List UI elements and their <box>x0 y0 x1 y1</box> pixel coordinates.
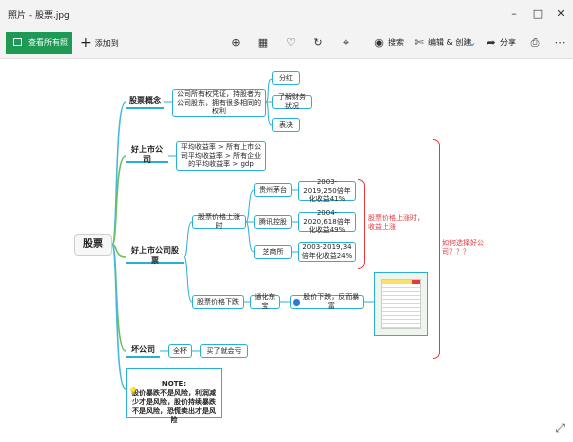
photos-icon <box>13 38 22 46</box>
more-icon[interactable]: ⋯ <box>554 36 566 49</box>
chevron-down-icon[interactable]: ⌄ <box>467 36 477 49</box>
fall-result-node: 股价下跌，反而暴富 <box>290 293 364 310</box>
minimize-icon[interactable]: – <box>511 7 517 20</box>
spreadsheet-header <box>382 280 420 284</box>
spreadsheet-highlight <box>412 280 420 284</box>
zoom-in-icon[interactable]: ⊕ <box>231 36 241 49</box>
concept-node: 股票概念 <box>126 95 164 109</box>
info-dot-icon <box>293 298 300 306</box>
connector-lines <box>111 78 374 390</box>
window-title: 照片 - 股票.jpg <box>8 11 70 21</box>
expand-icon[interactable]: ⤢ <box>555 421 565 435</box>
share-icon[interactable]: ➦ <box>486 36 496 49</box>
good-company-node: 好上市公司 <box>126 145 168 164</box>
tonghua-node: 通化东宝 <box>250 293 280 310</box>
view-all-photos-button[interactable]: 查看所有照片 <box>6 32 72 69</box>
toolbar: 查看所有照片 +添加到 ⊕ ▦ ♡ ↻ ⌖ ◉ 搜索 ✄ 编辑 & 创建 ⌄ ➦… <box>0 28 573 69</box>
close-icon[interactable]: ✕ <box>556 7 566 20</box>
rise-bracket <box>358 179 365 269</box>
print-icon[interactable]: ⎙ <box>530 36 540 49</box>
favorite-icon[interactable]: ♡ <box>286 36 296 49</box>
bad-company-node: 坏公司 <box>126 344 160 358</box>
delete-icon[interactable]: ▦ <box>257 36 269 49</box>
price-rise-node: 股票价格上涨时 <box>192 213 246 230</box>
price-fall-node: 股票价格下跌 <box>192 295 244 309</box>
concept-description: 公司所有权凭证，持股者为公司股东，拥有很多相同的权利 <box>172 89 266 117</box>
question-bracket <box>433 139 440 359</box>
crop-icon[interactable]: ⌖ <box>342 36 350 49</box>
edit-icon[interactable]: ✄ <box>414 36 424 49</box>
fall-result-label: 股价下跌，反而暴富 <box>303 293 360 310</box>
plus-icon: + <box>80 35 92 51</box>
cme-node: 芝商所 <box>254 245 292 259</box>
title-bar: 照片 - 股票.jpg – □ ✕ <box>0 0 573 28</box>
cme-detail: 2003-2019,34倍年化收益24% <box>298 242 356 262</box>
dividend-node: 分红 <box>272 71 300 85</box>
good-company-description: 平均收益率 > 所有上市公司平均收益率 > 所有企业的平均收益率 > gdp <box>176 141 266 171</box>
moutai-node: 贵州茅台 <box>254 183 292 197</box>
add-to-label: 添加到 <box>94 39 119 48</box>
note-text: NOTE: 股价暴跌不是风险，利润减少才是风险，股价持续暴跌不是风险，恐慌卖出才… <box>132 380 216 425</box>
vote-node: 表决 <box>272 118 300 132</box>
maximize-icon[interactable]: □ <box>532 7 544 20</box>
rise-note: 股票价格上涨时，收益上涨 <box>368 214 424 232</box>
edit-create-button[interactable]: 编辑 & 创建 <box>428 38 472 47</box>
add-to-button[interactable]: +添加到 <box>80 32 119 54</box>
image-canvas: 股票 股票概念 公司所有权凭证，持股者为公司股东，拥有很多相同的权利 分红 了解… <box>0 59 573 442</box>
rotate-icon[interactable]: ↻ <box>313 36 323 49</box>
tencent-node: 腾讯控股 <box>254 215 292 229</box>
search-icon[interactable]: ◉ <box>374 36 384 49</box>
share-button[interactable]: 分享 <box>500 38 516 47</box>
lose-money-node: 买了就会亏 <box>200 344 248 358</box>
full-cup-node: 全杯 <box>168 344 192 358</box>
good-stock-node: 好上市公司股票 <box>126 246 184 265</box>
question-note: 如何选择好公司？？？ <box>442 239 484 257</box>
lightbulb-icon: 💡 <box>128 387 138 396</box>
tencent-detail: 2004-2020,618倍年化收益49% <box>298 209 356 234</box>
spreadsheet-thumbnail <box>374 272 428 336</box>
moutai-detail: 2003-2019,250倍年化收益41% <box>298 178 356 203</box>
financials-node: 了解财务状况 <box>272 93 312 110</box>
spreadsheet-sheet <box>381 279 421 329</box>
note-box: 💡NOTE: 股价暴跌不是风险，利润减少才是风险，股价持续暴跌不是风险，恐慌卖出… <box>126 368 222 424</box>
search-button[interactable]: 搜索 <box>388 38 404 47</box>
root-node: 股票 <box>74 234 112 256</box>
